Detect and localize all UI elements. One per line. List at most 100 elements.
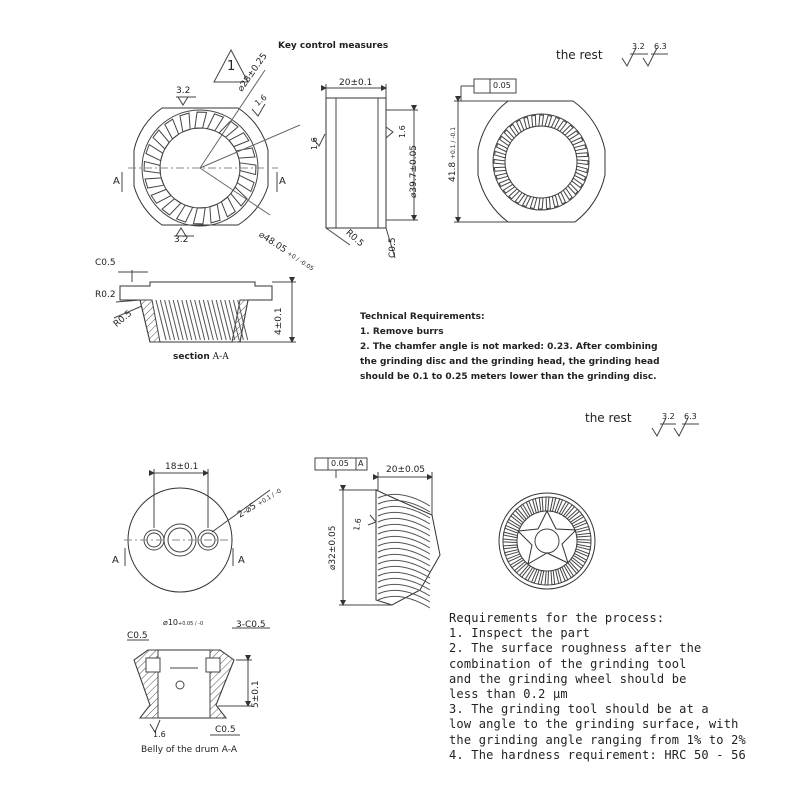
tooth bbox=[206, 113, 225, 132]
process-requirements: Requirements for the process: 1. Inspect… bbox=[449, 611, 746, 763]
section-r02: R0.2 bbox=[95, 290, 116, 300]
section-c05: C0.5 bbox=[95, 258, 116, 268]
tooth bbox=[514, 507, 527, 522]
rest-roughness-b-top: 6.3 bbox=[654, 42, 667, 51]
helix-line bbox=[155, 299, 167, 341]
dim-w20-bottom: 20±0.05 bbox=[386, 465, 426, 475]
tooth bbox=[570, 556, 584, 570]
helix-line bbox=[232, 299, 244, 341]
tooth bbox=[567, 560, 580, 575]
tooth bbox=[554, 568, 563, 585]
helix-line bbox=[377, 571, 431, 585]
tooth bbox=[523, 116, 531, 130]
helix-line bbox=[377, 595, 431, 609]
tooth bbox=[143, 160, 161, 174]
tooth bbox=[175, 204, 194, 223]
req-line: 2. The surface roughness after the bbox=[449, 641, 702, 656]
helix-line bbox=[189, 299, 201, 341]
req-line: 4. The hardness requirement: HRC 50 - 56 bbox=[449, 747, 746, 762]
helix-line bbox=[220, 299, 231, 341]
tooth bbox=[574, 525, 591, 534]
tooth bbox=[498, 178, 512, 188]
tooth bbox=[575, 543, 592, 551]
tooth bbox=[493, 158, 506, 165]
drum-front-view bbox=[124, 469, 271, 593]
tech-line: the grinding disc and the grinding head,… bbox=[360, 357, 660, 367]
helix-line bbox=[159, 299, 171, 341]
disc-front-view bbox=[121, 69, 301, 237]
inner-serration bbox=[493, 114, 589, 210]
helix-line bbox=[377, 583, 431, 597]
helix-line bbox=[181, 299, 193, 341]
helix-line bbox=[172, 299, 184, 341]
req-line: 1. Inspect the part bbox=[449, 626, 591, 641]
helix-line bbox=[224, 299, 236, 341]
tooth bbox=[503, 548, 520, 557]
helix-line bbox=[377, 553, 431, 567]
technical-requirements: Technical Requirements: 1. Remove burrs … bbox=[360, 310, 660, 385]
tooth bbox=[495, 172, 509, 180]
req-line: the grinding angle ranging from 1% to 2% bbox=[449, 732, 746, 747]
helix-line bbox=[377, 517, 431, 531]
tooth bbox=[531, 497, 540, 514]
key-control-triangle bbox=[213, 48, 249, 83]
rest-roughness-b-bottom: 6.3 bbox=[684, 412, 697, 421]
drum-section bbox=[127, 627, 270, 736]
dim-r32-bottom: 3.2 bbox=[174, 235, 189, 245]
helix-line bbox=[377, 493, 431, 507]
dim-w20: 20±0.1 bbox=[339, 78, 373, 88]
dim-dia397: ⌀39.7±0.05 bbox=[409, 144, 419, 198]
helix-line bbox=[164, 299, 176, 341]
dim-r16-side: 1.6 bbox=[310, 137, 319, 150]
helix-line bbox=[377, 499, 431, 513]
tech-line: 1. Remove burrs bbox=[360, 327, 444, 337]
tooth bbox=[562, 504, 576, 518]
helix-line bbox=[177, 299, 188, 341]
dim-dia32: ⌀32±0.05 bbox=[328, 525, 338, 570]
req-title: Requirements for the process: bbox=[449, 611, 665, 625]
tooth bbox=[544, 570, 550, 586]
tooth bbox=[544, 114, 553, 128]
helix-line bbox=[198, 299, 210, 341]
tooth bbox=[557, 191, 567, 205]
helix-line bbox=[228, 299, 240, 341]
tooth bbox=[529, 196, 538, 210]
tooth bbox=[236, 174, 255, 193]
helix-line bbox=[377, 565, 431, 579]
tooth bbox=[145, 143, 164, 162]
tooth bbox=[235, 147, 256, 159]
helix-line bbox=[377, 547, 431, 561]
tooth bbox=[179, 112, 191, 133]
dim-h418: 41.8 +0.1 / -0.1 bbox=[448, 126, 458, 182]
tech-title: Technical Requirements: bbox=[360, 312, 485, 322]
dim-dia10: ⌀10+0.05 / -0 bbox=[163, 618, 204, 627]
tooth bbox=[550, 116, 561, 130]
tooth bbox=[573, 144, 587, 152]
helix-line bbox=[377, 505, 431, 519]
tech-line: 2. The chamfer angle is not marked: 0.23… bbox=[360, 342, 658, 352]
dim-r16-b: 1.6 bbox=[153, 730, 166, 739]
tooth bbox=[513, 561, 528, 574]
tooth bbox=[521, 194, 532, 208]
sect-a-right-bottom: A bbox=[238, 555, 245, 566]
tooth bbox=[538, 114, 545, 127]
helix-line bbox=[202, 299, 214, 341]
dim-c05-a: C0.5 bbox=[127, 631, 148, 641]
req-line: and the grinding wheel should be bbox=[449, 671, 687, 686]
fcf-ref: A bbox=[358, 459, 364, 468]
section-teeth bbox=[155, 299, 249, 341]
key-control-label: Key control measures bbox=[278, 41, 389, 51]
tooth bbox=[575, 532, 592, 538]
helix-line bbox=[211, 299, 223, 341]
tooth bbox=[537, 197, 544, 210]
helix-line bbox=[377, 559, 431, 573]
section-h4: 4±0.1 bbox=[274, 307, 284, 335]
tooth bbox=[538, 496, 544, 513]
tooth bbox=[537, 569, 545, 586]
tooth bbox=[551, 194, 559, 208]
disc-back-view bbox=[454, 78, 606, 223]
tooth bbox=[570, 136, 584, 146]
fcf-value: 0.05 bbox=[331, 459, 349, 468]
flatness-tolerance: 0.05 bbox=[493, 81, 511, 90]
helix-line bbox=[377, 529, 431, 543]
